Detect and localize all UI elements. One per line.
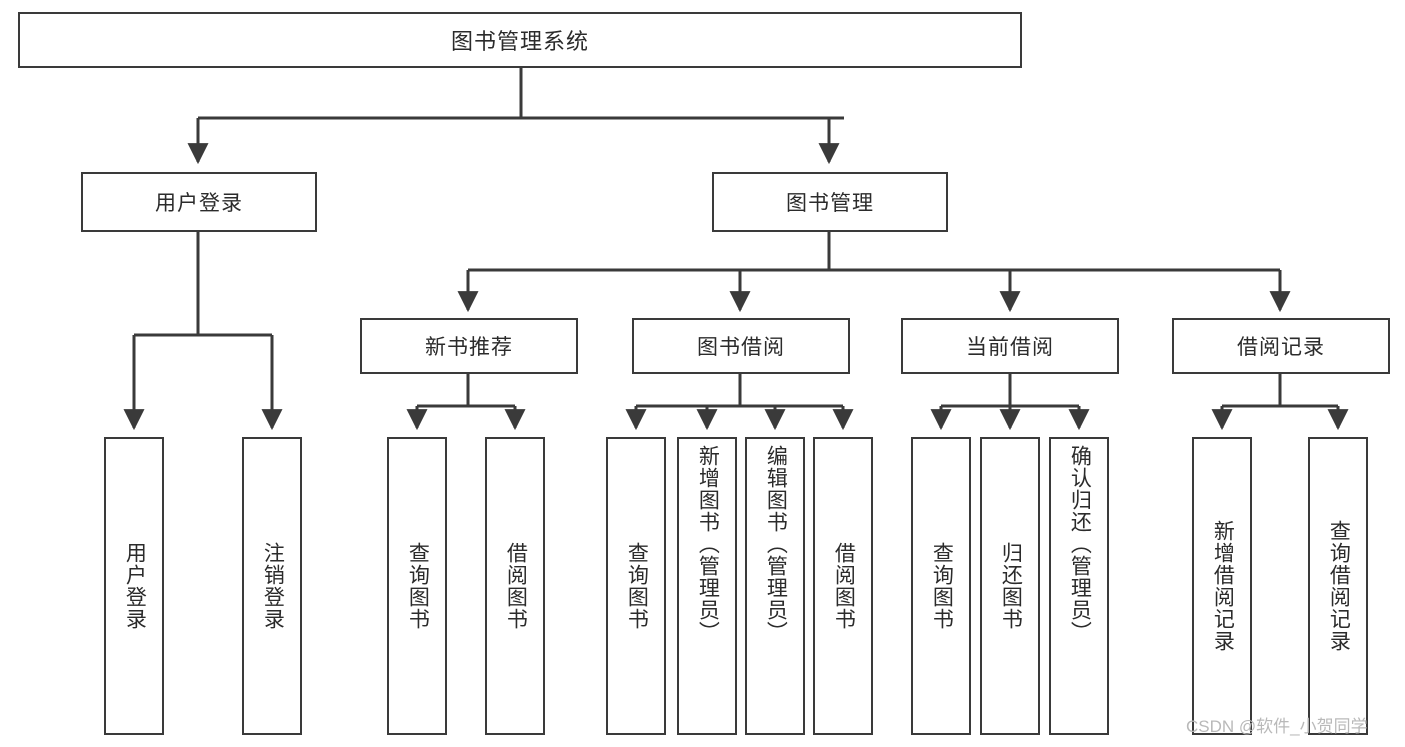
leaf-label: 注销登录 (261, 542, 285, 630)
leaf-label: 用户登录 (123, 542, 147, 630)
csdn-watermark: CSDN @软件_小贺同学 (1186, 717, 1368, 736)
leaf-logout[interactable]: 注销登录 (242, 437, 302, 735)
leaf-recommend-query-book[interactable]: 查询图书 (387, 437, 447, 735)
node-book-management[interactable]: 图书管理 (712, 172, 948, 232)
leaf-label: 借阅图书 (504, 542, 528, 630)
node-root[interactable]: 图书管理系统 (18, 12, 1022, 68)
leaf-borrow-borrow-book[interactable]: 借阅图书 (813, 437, 873, 735)
leaf-borrow-edit-book[interactable]: 编辑图书（管理员） (745, 437, 805, 735)
leaf-label: 新增图书（管理员） (696, 445, 720, 643)
leaf-user-login[interactable]: 用户登录 (104, 437, 164, 735)
node-book-borrow[interactable]: 图书借阅 (632, 318, 850, 374)
leaf-label: 查询图书 (406, 542, 430, 630)
leaf-label: 新增借阅记录 (1211, 520, 1235, 652)
node-user-login[interactable]: 用户登录 (81, 172, 317, 232)
node-current-borrow[interactable]: 当前借阅 (901, 318, 1119, 374)
leaf-current-query-book[interactable]: 查询图书 (911, 437, 971, 735)
leaf-borrow-add-book[interactable]: 新增图书（管理员） (677, 437, 737, 735)
leaf-record-query[interactable]: 查询借阅记录 (1308, 437, 1368, 735)
leaf-borrow-query-book[interactable]: 查询图书 (606, 437, 666, 735)
leaf-current-confirm-return[interactable]: 确认归还（管理员） (1049, 437, 1109, 735)
leaf-current-return-book[interactable]: 归还图书 (980, 437, 1040, 735)
node-borrow-record[interactable]: 借阅记录 (1172, 318, 1390, 374)
leaf-record-add[interactable]: 新增借阅记录 (1192, 437, 1252, 735)
node-new-book-recommend[interactable]: 新书推荐 (360, 318, 578, 374)
leaf-label: 查询借阅记录 (1327, 520, 1351, 652)
leaf-label: 编辑图书（管理员） (764, 445, 788, 643)
leaf-label: 查询图书 (625, 542, 649, 630)
leaf-label: 归还图书 (999, 542, 1023, 630)
leaf-label: 确认归还（管理员） (1068, 445, 1092, 643)
leaf-label: 查询图书 (930, 542, 954, 630)
leaf-recommend-borrow-book[interactable]: 借阅图书 (485, 437, 545, 735)
leaf-label: 借阅图书 (832, 542, 856, 630)
